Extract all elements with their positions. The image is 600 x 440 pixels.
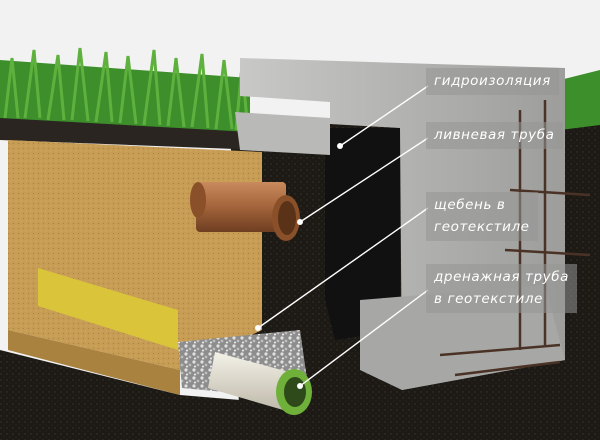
sand-lower-face [8,330,180,395]
leader-lines [257,85,429,387]
blind-area-slab [235,112,330,155]
soil-front [0,350,300,440]
label-gravel-line2: геотекстиле [434,219,530,235]
label-gravel: щебень в геотекстиле [426,192,538,241]
grass-left [0,47,250,132]
leader-dots [255,143,343,389]
label-drain-pipe: дренажная труба в геотекстиле [426,264,578,313]
label-waterproofing: гидроизоляция [426,68,559,95]
label-drain-line1: дренажная труба [434,269,570,285]
grass-right [560,70,600,130]
label-gravel-line1: щебень в [434,197,506,213]
label-storm-pipe: ливневая труба [426,122,563,149]
label-drain-line2: в геотекстиле [434,291,544,307]
waterproofing-membrane [325,128,400,340]
storm-pipe [190,182,300,241]
label-waterproofing-text: гидроизоляция [434,73,551,89]
topsoil-left [0,115,262,150]
geotextile-band [38,268,178,350]
label-storm-pipe-text: ливневая труба [434,127,555,143]
